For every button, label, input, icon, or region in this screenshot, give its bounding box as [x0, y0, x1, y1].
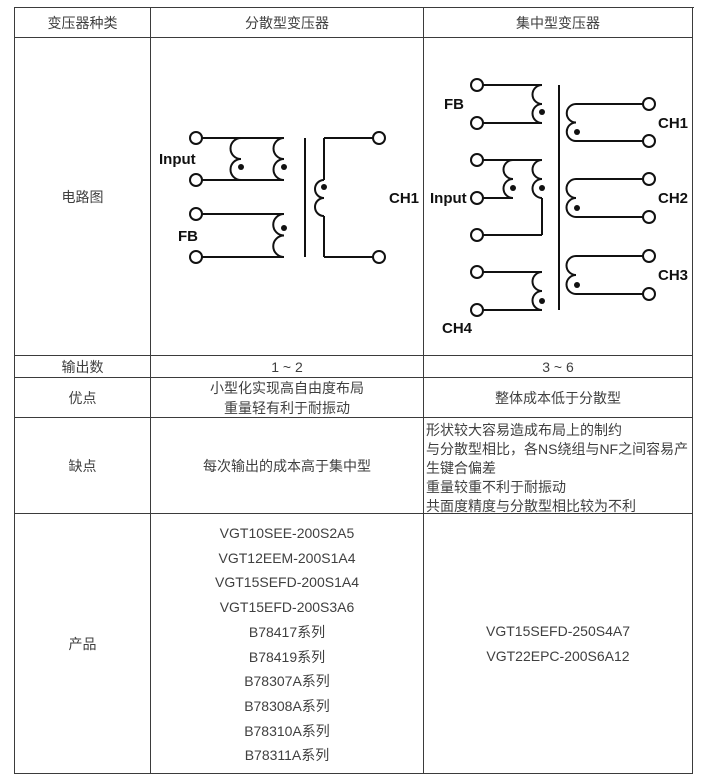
header-centralized: 集中型变压器 [424, 8, 693, 38]
terminal [189, 250, 203, 264]
pros-distributed: 小型化实现高自由度布局 重量轻有利于耐振动 [151, 378, 424, 418]
row-label-pros: 优点 [15, 378, 151, 418]
secondary-winding [314, 131, 386, 264]
cons-distributed: 每次输出的成本高于集中型 [151, 418, 424, 514]
label-fb: FB [444, 96, 464, 113]
transformer-comparison-table: 变压器种类 分散型变压器 集中型变压器 电路图 [14, 7, 694, 774]
terminal [470, 116, 484, 130]
product-item: B78307A系列 [244, 673, 330, 690]
product-item: B78311A系列 [244, 747, 330, 764]
label-ch4: CH4 [442, 320, 473, 337]
fb-winding [189, 207, 287, 264]
label-input: Input [159, 151, 196, 168]
ch4-winding [470, 265, 545, 317]
polarity-dot [574, 129, 580, 135]
product-item: VGT12EEM-200S1A4 [218, 549, 356, 566]
header-distributed: 分散型变压器 [151, 8, 424, 38]
ch2-winding [565, 172, 656, 224]
centralized-circuit-diagram: FB Input CH4 CH1 CH2 CH3 [430, 78, 688, 337]
terminal [642, 249, 656, 263]
terminal [372, 250, 386, 264]
polarity-dot [539, 298, 545, 304]
label-ch1: CH1 [389, 190, 419, 207]
terminal [642, 134, 656, 148]
terminal [642, 97, 656, 111]
terminal [642, 172, 656, 186]
header-type: 变压器种类 [15, 8, 151, 38]
product-item: VGT22EPC-200S6A12 [486, 647, 630, 664]
terminal [642, 287, 656, 301]
terminal [189, 173, 203, 187]
terminal [372, 131, 386, 145]
cons-line: 形状较大容易造成布局上的制约 [426, 422, 622, 438]
terminal [470, 228, 484, 242]
terminal [189, 207, 203, 221]
pros-line: 重量轻有利于耐振动 [224, 399, 350, 416]
label-fb: FB [178, 228, 198, 245]
cons-line: 重量较重不利于耐振动 [426, 479, 566, 495]
polarity-dot [281, 225, 287, 231]
row-label-outputs: 输出数 [15, 356, 151, 378]
label-input: Input [430, 190, 467, 207]
terminal [642, 210, 656, 224]
polarity-dot [574, 282, 580, 288]
cons-centralized: 形状较大容易造成布局上的制约 与分散型相比，各NS绕组与NF之间容易产生键合偏差… [424, 418, 693, 514]
distributed-circuit-diagram: Input FB CH1 [159, 131, 419, 264]
polarity-dot [574, 205, 580, 211]
product-item: VGT10SEE-200S2A5 [219, 525, 355, 541]
label-ch2: CH2 [658, 190, 688, 207]
polarity-dot [539, 185, 545, 191]
product-item: B78417系列 [248, 623, 326, 640]
product-item: VGT15EFD-200S3A6 [219, 599, 355, 616]
pros-centralized: 整体成本低于分散型 [424, 378, 693, 418]
polarity-dot [281, 164, 287, 170]
polarity-dot [321, 184, 327, 190]
polarity-dot [238, 164, 244, 170]
pros-line: 小型化实现高自由度布局 [210, 379, 364, 396]
terminal [470, 78, 484, 92]
cons-line: 与分散型相比，各NS绕组与NF之间容易产生键合偏差 [426, 441, 689, 476]
ch1-winding [565, 97, 656, 148]
terminal [189, 131, 203, 145]
fb-winding [470, 78, 545, 130]
products-distributed: VGT10SEE-200S2A5 VGT12EEM-200S1A4 VGT15S… [151, 514, 424, 774]
outputs-distributed: 1 ~ 2 [151, 356, 424, 378]
products-centralized: VGT15SEFD-250S4A7 VGT22EPC-200S6A12 [424, 514, 693, 774]
row-label-circuit: 电路图 [15, 38, 151, 356]
polarity-dot [510, 185, 516, 191]
product-item: B78308A系列 [244, 697, 330, 714]
terminal [470, 191, 484, 205]
product-item: B78310A系列 [244, 722, 330, 739]
cons-line: 共面度精度与分散型相比较为不利 [426, 498, 636, 514]
centralized-circuit-cell: FB Input CH4 CH1 CH2 CH3 [424, 38, 693, 356]
product-item: VGT15SEFD-200S1A4 [215, 574, 359, 591]
product-item: B78419系列 [248, 648, 326, 665]
ch3-winding [565, 249, 656, 301]
distributed-circuit-cell: Input FB CH1 [151, 38, 424, 356]
primary-winding [470, 153, 545, 242]
terminal [470, 153, 484, 167]
row-label-cons: 缺点 [15, 418, 151, 514]
outputs-centralized: 3 ~ 6 [424, 356, 693, 378]
primary-winding [189, 131, 287, 187]
label-ch3: CH3 [658, 267, 688, 284]
label-ch1: CH1 [658, 115, 688, 132]
terminal [470, 265, 484, 279]
polarity-dot [539, 109, 545, 115]
terminal [470, 303, 484, 317]
product-item: VGT15SEFD-250S4A7 [486, 622, 630, 639]
row-label-products: 产品 [15, 514, 151, 774]
